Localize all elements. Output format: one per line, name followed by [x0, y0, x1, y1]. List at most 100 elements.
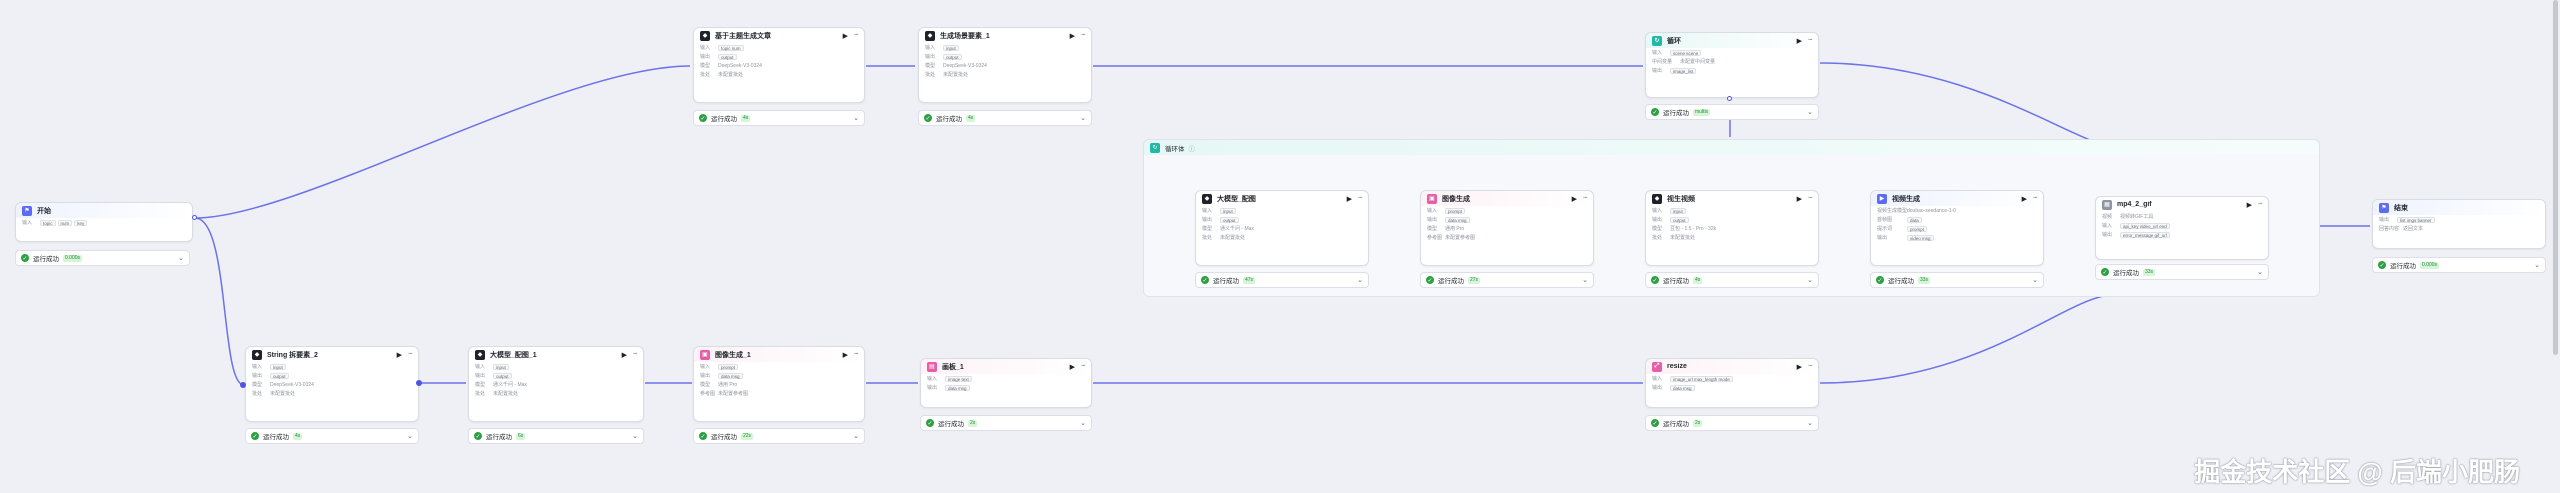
vertical-scrollbar[interactable] [2553, 0, 2558, 355]
watermark: 掘金技术社区 @ 后端小肥肠 [2194, 457, 2520, 487]
node-start[interactable]: ⚑开始 输入 topic num key [15, 202, 193, 242]
chevron-down-icon[interactable]: ⌄ [2257, 269, 2263, 276]
llm-icon: ◆ [1202, 193, 1212, 204]
chevron-down-icon[interactable]: ⌄ [1807, 109, 1813, 116]
flag-icon: ⚑ [2379, 202, 2389, 213]
more-icon[interactable]: ··· [1808, 363, 1813, 370]
run-icon[interactable]: ▶ [1346, 195, 1352, 203]
chevron-down-icon[interactable]: ⌄ [1080, 115, 1086, 122]
port-handle[interactable] [416, 380, 422, 386]
info-icon: ⓘ [1188, 145, 1196, 153]
more-icon[interactable]: ··· [854, 351, 859, 358]
run-icon[interactable]: ▶ [842, 351, 848, 359]
more-icon[interactable]: ··· [1358, 195, 1363, 202]
more-icon[interactable]: ··· [1081, 32, 1086, 39]
param-tag: topic [40, 219, 56, 226]
more-icon[interactable]: ··· [408, 351, 413, 358]
chevron-down-icon[interactable]: ⌄ [2032, 277, 2038, 284]
more-icon[interactable]: ··· [2033, 195, 2038, 202]
port-handle[interactable] [1727, 96, 1732, 101]
run-icon[interactable]: ▶ [1069, 363, 1075, 371]
chevron-down-icon[interactable]: ⌄ [1807, 277, 1813, 284]
edge-start-article [194, 65, 691, 219]
run-icon[interactable]: ▶ [2246, 201, 2252, 209]
chevron-down-icon[interactable]: ⌄ [407, 433, 413, 440]
chevron-down-icon[interactable]: ⌄ [853, 433, 859, 440]
loop-icon: ↻ [1652, 35, 1662, 46]
chevron-down-icon[interactable]: ⌄ [2534, 262, 2540, 269]
chevron-down-icon[interactable]: ⌄ [632, 433, 638, 440]
more-icon[interactable]: ··· [1808, 37, 1813, 44]
more-icon[interactable]: ··· [1583, 195, 1588, 202]
edge-resize-end [1819, 294, 2111, 384]
more-icon[interactable]: ··· [633, 351, 638, 358]
chevron-down-icon[interactable]: ⌄ [178, 255, 184, 262]
check-icon: ✓ [2378, 261, 2386, 269]
check-icon: ✓ [1201, 276, 1209, 284]
check-icon: ✓ [1876, 276, 1884, 284]
check-icon: ✓ [926, 419, 934, 427]
llm-icon: ◆ [1652, 193, 1662, 204]
run-icon[interactable]: ▶ [1571, 195, 1577, 203]
run-icon[interactable]: ▶ [2021, 195, 2027, 203]
check-icon: ✓ [474, 432, 482, 440]
canvas-icon: ▤ [927, 361, 937, 372]
more-icon[interactable]: ··· [1808, 195, 1813, 202]
chevron-down-icon[interactable]: ⌄ [853, 115, 859, 122]
more-icon[interactable]: ··· [2258, 201, 2263, 208]
run-icon[interactable]: ▶ [1796, 37, 1802, 45]
chevron-down-icon[interactable]: ⌄ [1357, 277, 1363, 284]
edge-loop-end [1819, 62, 2091, 141]
check-icon: ✓ [1651, 419, 1659, 427]
chevron-down-icon[interactable]: ⌄ [1807, 420, 1813, 427]
port-handle[interactable] [192, 215, 197, 220]
chevron-down-icon[interactable]: ⌄ [1582, 277, 1588, 284]
llm-icon: ◆ [925, 30, 935, 41]
run-icon[interactable]: ▶ [1069, 32, 1075, 40]
more-icon[interactable]: ··· [854, 32, 859, 39]
image-icon: ▣ [700, 349, 710, 360]
llm-icon: ◆ [700, 30, 710, 41]
run-icon[interactable]: ▶ [621, 351, 627, 359]
param-tag: key [74, 219, 88, 226]
chevron-down-icon[interactable]: ⌄ [1080, 420, 1086, 427]
run-icon[interactable]: ▶ [842, 32, 848, 40]
run-icon[interactable]: ▶ [1796, 363, 1802, 371]
port-handle[interactable] [240, 382, 246, 388]
check-icon: ✓ [699, 114, 707, 122]
more-icon[interactable]: ··· [1081, 363, 1086, 370]
run-icon[interactable]: ▶ [1796, 195, 1802, 203]
check-icon: ✓ [1426, 276, 1434, 284]
run-icon[interactable]: ▶ [396, 351, 402, 359]
